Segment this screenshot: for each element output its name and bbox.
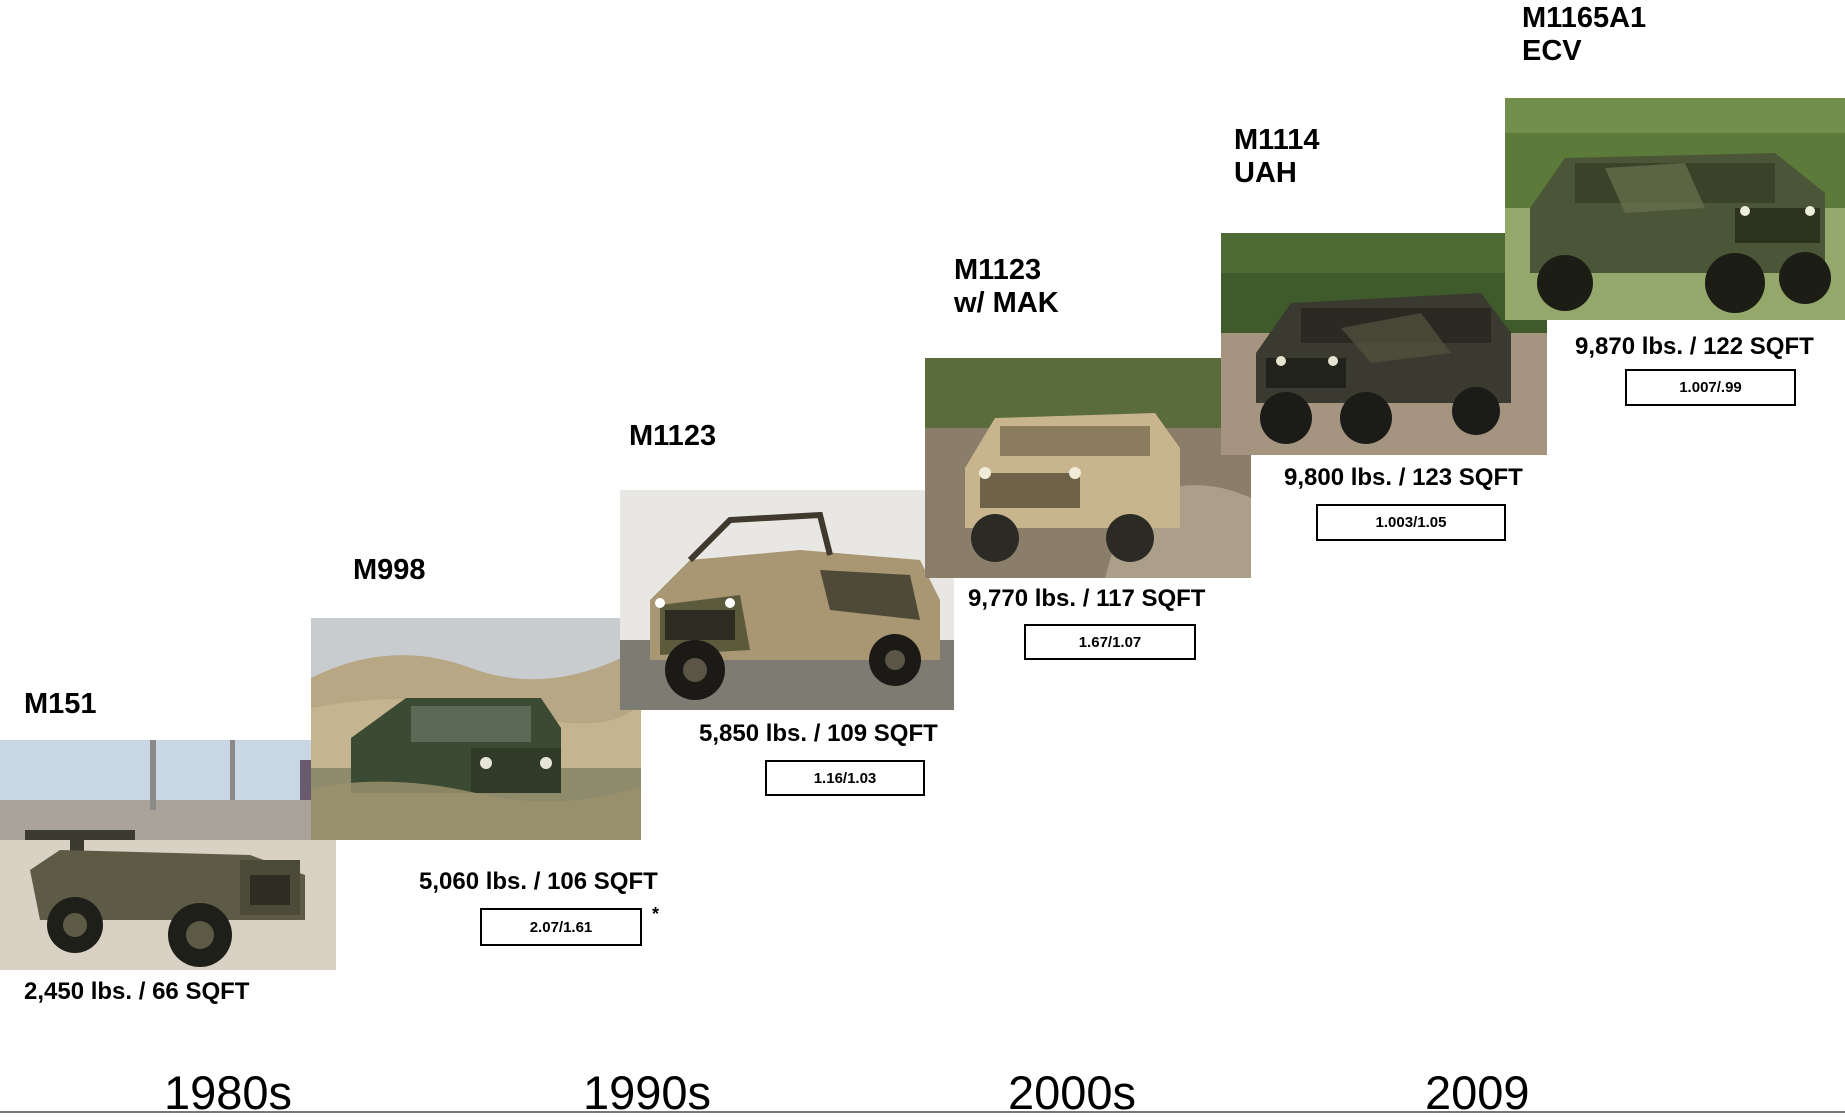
vehicle-spec-m1165a1: 9,870 lbs. / 122 SQFT xyxy=(1575,333,1814,360)
bottom-divider xyxy=(0,1111,1845,1113)
vehicle-name-line2: ECV xyxy=(1522,35,1582,67)
vehicle-name-m1123-mak: M1123 w/ MAK xyxy=(954,254,1059,320)
vehicle-spec-m1123-mak: 9,770 lbs. / 117 SQFT xyxy=(968,585,1206,612)
vehicle-name-line1: M1123 xyxy=(954,254,1042,286)
ratio-box-m1114: 1.003/1.05 xyxy=(1316,504,1506,541)
vehicle-name-line1: M998 xyxy=(353,554,426,586)
vehicle-name-line1: M1114 xyxy=(1234,124,1320,156)
vehicle-spec-m1114: 9,800 lbs. / 123 SQFT xyxy=(1284,464,1523,491)
vehicle-name-m1114: M1114 UAH xyxy=(1234,124,1319,190)
vehicle-name-m151: M151 xyxy=(24,688,97,721)
vehicle-spec-m998: 5,060 lbs. / 106 SQFT xyxy=(419,868,658,895)
m1114-photo xyxy=(1221,233,1547,455)
era-label-2000s: 2000s xyxy=(1008,1066,1137,1119)
m998-photo xyxy=(311,618,641,840)
vehicle-name-line1: M151 xyxy=(24,688,97,720)
footnote-asterisk: * xyxy=(652,904,660,924)
vehicle-name-m1123: M1123 xyxy=(629,420,716,453)
era-label-2009: 2009 xyxy=(1425,1066,1530,1119)
ratio-box-m1165a1: 1.007/.99 xyxy=(1625,369,1796,406)
vehicle-name-line1: M1165A1 xyxy=(1522,2,1647,34)
vehicle-name-line2: UAH xyxy=(1234,157,1297,189)
m1123-photo xyxy=(620,490,954,710)
ratio-box-m998: 2.07/1.61 xyxy=(480,908,642,946)
era-label-1990s: 1990s xyxy=(583,1066,712,1119)
vehicle-name-m1165a1: M1165A1 ECV xyxy=(1522,2,1646,68)
m1165a1-photo xyxy=(1505,98,1845,320)
ratio-box-m1123-mak: 1.67/1.07 xyxy=(1024,624,1196,660)
vehicle-name-m998: M998 xyxy=(353,554,426,587)
m1123-mak-photo xyxy=(925,358,1251,578)
vehicle-name-line1: M1123 xyxy=(629,420,717,452)
ratio-box-m1123: 1.16/1.03 xyxy=(765,760,925,796)
vehicle-name-line2: w/ MAK xyxy=(954,287,1059,319)
era-label-1980s: 1980s xyxy=(164,1066,293,1119)
m151-photo xyxy=(0,740,336,970)
vehicle-spec-m151: 2,450 lbs. / 66 SQFT xyxy=(24,978,250,1005)
vehicle-spec-m1123: 5,850 lbs. / 109 SQFT xyxy=(699,720,938,747)
